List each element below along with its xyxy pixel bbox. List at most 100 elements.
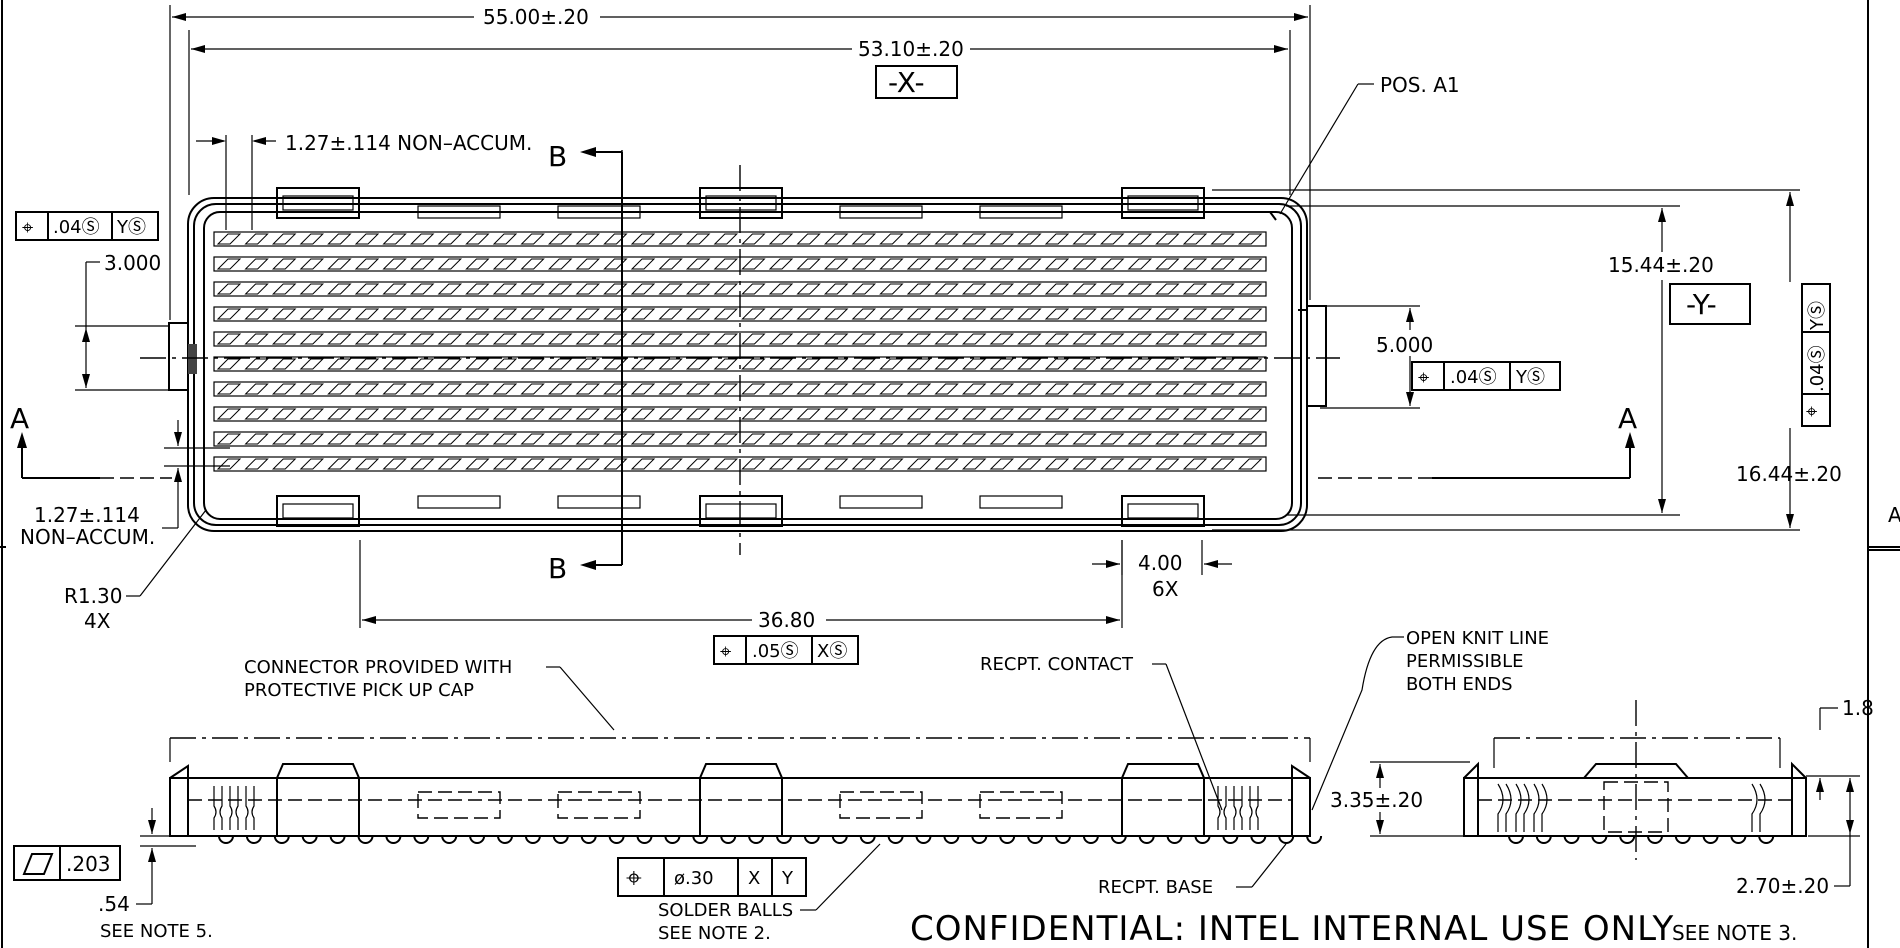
pitch-y-text-2: NON–ACCUM. (20, 525, 155, 549)
contact (299, 308, 325, 320)
contact (520, 358, 545, 370)
contact (1072, 258, 1097, 270)
contact (851, 383, 877, 395)
contact (437, 408, 463, 420)
contact (906, 283, 932, 295)
edge-a-text: A (1888, 503, 1900, 527)
contact (823, 433, 849, 445)
contact (658, 258, 683, 270)
contact (741, 308, 766, 320)
contact (299, 383, 325, 395)
contact (520, 383, 545, 395)
contact (354, 383, 380, 395)
slot-bottom (979, 495, 1063, 509)
contact (547, 308, 573, 320)
side-solder-ball (1619, 835, 1636, 844)
section-b-bottom-label: B (548, 552, 567, 585)
contact (409, 283, 435, 295)
contact (382, 308, 407, 320)
datum-x: -X- (875, 65, 958, 99)
contact (354, 233, 380, 245)
contact (658, 408, 683, 420)
front-peg (699, 763, 783, 836)
contact (934, 308, 959, 320)
fcf-right-mid-symbol: ⌖ (1418, 365, 1429, 389)
contact (713, 308, 739, 320)
contact (823, 258, 849, 270)
contact (989, 233, 1015, 245)
slot-top (557, 205, 641, 219)
contact (768, 458, 794, 470)
contact (299, 333, 325, 345)
contact (465, 308, 490, 320)
side-contact (1751, 783, 1758, 832)
contact (547, 383, 573, 395)
contact (989, 383, 1015, 395)
contact (327, 283, 352, 295)
front-contact (1249, 786, 1253, 830)
front-contact (245, 786, 249, 830)
contact (382, 233, 407, 245)
contact (465, 333, 490, 345)
contact (713, 433, 739, 445)
contact (216, 258, 242, 270)
corner-count-text: 4X (84, 609, 111, 633)
contact (989, 283, 1015, 295)
contact (354, 333, 380, 345)
contact (327, 433, 352, 445)
contact (1099, 433, 1125, 445)
contact (934, 408, 959, 420)
contact (989, 358, 1015, 370)
contact (1155, 283, 1180, 295)
side-contact (1505, 783, 1512, 832)
contact (906, 358, 932, 370)
front-contact (1217, 786, 1221, 830)
corner-radius-text: R1.30 (64, 584, 122, 608)
contact (934, 358, 959, 370)
contact (465, 408, 490, 420)
solder-ball (887, 835, 904, 844)
solder-ball (971, 835, 988, 844)
contact (244, 258, 269, 270)
contact (409, 408, 435, 420)
contact (603, 258, 628, 270)
contact (796, 458, 821, 470)
solder-ball (999, 835, 1016, 844)
contact (823, 233, 849, 245)
contact (1099, 308, 1125, 320)
contact (851, 408, 877, 420)
contact (409, 333, 435, 345)
contact (1017, 408, 1042, 420)
contact (879, 433, 904, 445)
contact (299, 358, 325, 370)
contact (1237, 383, 1263, 395)
contact (1127, 233, 1153, 245)
front-contact (251, 786, 255, 830)
contact (934, 233, 959, 245)
contact (1017, 358, 1042, 370)
side-solder-ball (1508, 835, 1524, 844)
contact (989, 308, 1015, 320)
contact (575, 358, 601, 370)
contact (658, 333, 683, 345)
dim-body-length: 53.10±.20 (188, 30, 1291, 195)
contact (1155, 258, 1180, 270)
fcf-left-symbol: ⌖ (22, 215, 33, 239)
contact (1237, 233, 1263, 245)
contact (1155, 458, 1180, 470)
contact (1044, 233, 1070, 245)
contact (1017, 333, 1042, 345)
contact (299, 258, 325, 270)
contact (1182, 308, 1208, 320)
contact (768, 408, 794, 420)
slot-bottom (417, 495, 501, 509)
contact (796, 358, 821, 370)
contact (989, 433, 1015, 445)
contact (354, 358, 380, 370)
contact (354, 308, 380, 320)
solder-ball (803, 835, 820, 844)
contact (685, 433, 711, 445)
solder-ball (245, 835, 262, 844)
side-dim-text: 1.8 (1842, 696, 1874, 720)
